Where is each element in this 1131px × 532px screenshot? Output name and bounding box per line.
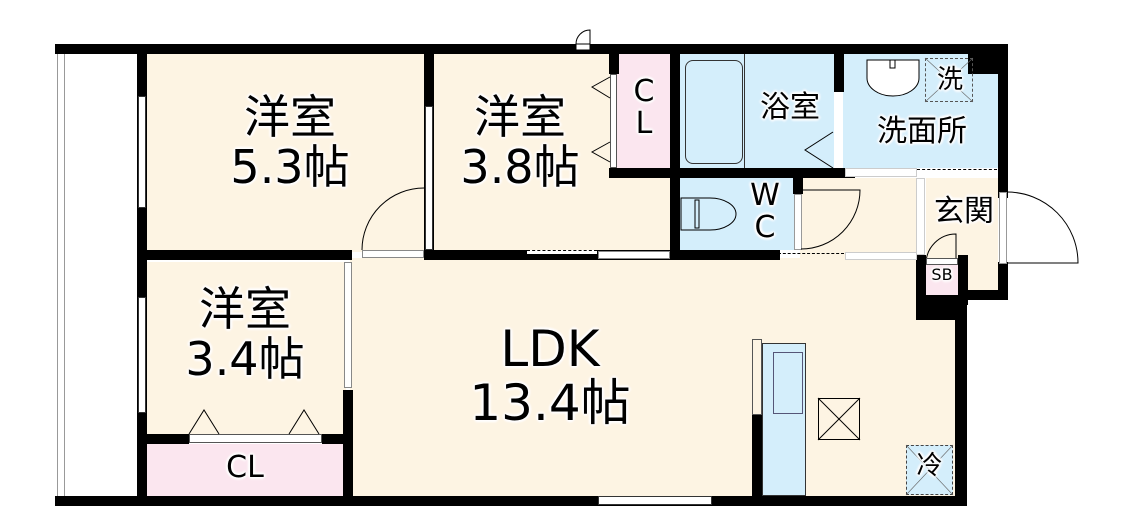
door-bathroom[interactable] [834,94,843,168]
stove-vent [818,398,860,440]
balcony [56,48,146,500]
wall-bath-wash [834,44,844,92]
door-swing-toilet [800,189,861,250]
bathtub [685,60,743,164]
door-closet1[interactable] [610,74,617,168]
bath-door-mark [804,131,834,169]
washroom-label: 洗面所 [877,114,967,149]
wall-wash-corner [968,44,1008,74]
closet2-door-marks [188,409,320,435]
wall-closet1-left [609,44,619,74]
wall-kitchen-partition [752,413,762,506]
window-room2-left [425,106,433,250]
door-closet2[interactable] [189,434,322,443]
door-swing-front [1006,191,1079,264]
wall-room2-ldk [424,250,679,260]
wall-ldk-right [955,300,967,506]
bathroom-label: 浴室 [760,90,820,125]
closet-2[interactable] [146,444,346,496]
washing-machine-label: 洗 [936,65,963,95]
opening-hall-ldk[interactable] [845,252,917,260]
wall-closet2-top-r [322,434,352,444]
wall-entrance-right-low [998,262,1008,300]
front-door[interactable] [999,192,1007,264]
closet-1[interactable] [617,54,670,172]
kitchen-counter [762,343,806,496]
wall-left-rooms [137,44,147,506]
door-room2[interactable] [598,251,670,259]
wall-toilet-right [793,178,803,194]
wall-closet1-right [670,44,680,260]
wall-entrance-right [998,168,1008,198]
shoe-box[interactable] [926,265,958,295]
shoe-box-label: SB [931,265,953,284]
door-washroom[interactable] [845,168,917,177]
wall-sb-right [958,255,968,305]
window-ldk-bottom [598,496,712,505]
washing-machine-x [924,57,974,103]
wall-bath-toilet [670,168,855,178]
toilet-icon [680,197,737,231]
window-room1 [138,96,146,208]
window-room3 [138,297,146,413]
door-swing-room1 [361,187,425,251]
sliding-hall-ldk[interactable] [778,253,844,257]
wall-wash-right [998,44,1008,174]
sliding-door-room2[interactable] [527,250,597,254]
door-toilet[interactable] [794,194,802,250]
entrance-label: 玄関 [934,194,994,229]
balcony-rail [57,48,65,500]
door-room3[interactable] [344,262,352,388]
meter-box [575,29,591,51]
wall-room1-room3 [137,250,352,260]
kitchen-backsplash [752,339,762,415]
wall-room3-ldk [343,390,353,506]
kitchen-sink [773,352,803,414]
closet1-door-marks [590,76,611,163]
closet2-label: CL [226,450,264,485]
wall-sb-block [916,255,926,315]
wall-closet1-bottom [609,168,680,178]
bathroom[interactable] [680,54,834,168]
sb-door[interactable] [926,258,958,265]
refrigerator-x [905,444,954,496]
wall-closet2-top-l [137,434,189,444]
stove-vent-x [817,397,861,441]
bath-divider [744,54,745,168]
door-room1[interactable] [362,250,424,258]
wall-bottom [55,496,967,506]
sliding-door-washroom[interactable] [917,169,997,172]
entrance-step [916,178,925,255]
refrigerator-label: 冷 [916,451,943,481]
western-room-3[interactable] [146,262,346,438]
wall-toilet-bottom [670,250,780,260]
ldk[interactable] [350,258,955,496]
western-room-1[interactable] [146,54,432,252]
wall-entrance-bottom [958,290,1008,300]
washing-machine-space [925,58,973,102]
sink-icon [866,59,920,97]
wall-top [55,44,1008,54]
